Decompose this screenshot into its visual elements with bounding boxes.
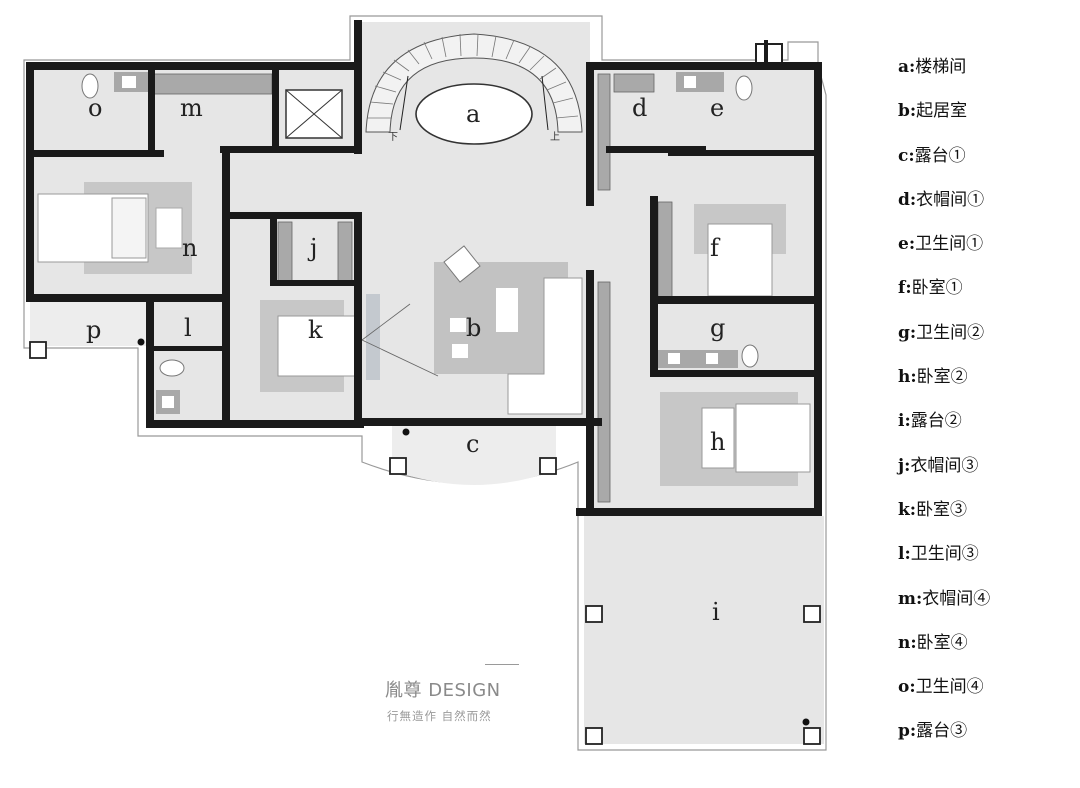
legend-item: p:露台③ xyxy=(898,716,1073,760)
legend-key: f: xyxy=(898,278,912,299)
legend-item: g:卫生间② xyxy=(898,318,1073,362)
legend-key: m: xyxy=(898,588,923,609)
legend-key: b: xyxy=(898,101,917,122)
legend-item: o:卫生间④ xyxy=(898,672,1073,716)
legend-name: 露台① xyxy=(914,145,966,166)
elevator xyxy=(285,89,343,139)
room-label-f: f xyxy=(710,234,721,262)
walls xyxy=(26,20,822,516)
stair-up-mark: 上 xyxy=(550,131,560,143)
legend-item: n:卧室④ xyxy=(898,628,1073,672)
legend-key: g: xyxy=(898,322,917,343)
room-label-o: o xyxy=(88,94,102,122)
floor-plan: 下 上 xyxy=(23,15,827,751)
legend-item: j:衣帽间③ xyxy=(898,451,1073,495)
legend-key: p: xyxy=(898,721,917,742)
legend-name: 衣帽间④ xyxy=(922,588,991,609)
stair-down-mark: 下 xyxy=(388,132,398,143)
legend-item: i:露台② xyxy=(898,406,1073,450)
downspouts xyxy=(137,338,810,726)
legend-item: d:衣帽间① xyxy=(898,185,1073,229)
room-legend: a:楼梯间 b:起居室 c:露台① d:衣帽间① e:卫生间① f:卧室① g:… xyxy=(898,52,1073,761)
room-label-b: b xyxy=(466,314,481,342)
legend-name: 卧室② xyxy=(916,367,968,388)
brand-rule xyxy=(485,664,519,665)
legend-item: c:露台① xyxy=(898,141,1073,185)
room-label-m: m xyxy=(180,94,203,122)
legend-item: f:卧室① xyxy=(898,273,1073,317)
legend-item: k:卧室③ xyxy=(898,495,1073,539)
legend-name: 卧室① xyxy=(911,278,963,299)
closets xyxy=(153,73,673,503)
legend-name: 楼梯间 xyxy=(915,57,967,77)
room-label-j: j xyxy=(307,234,317,262)
legend-name: 卫生间② xyxy=(916,322,985,343)
furniture xyxy=(37,43,811,486)
legend-name: 卫生间④ xyxy=(915,677,984,698)
legend-key: c: xyxy=(898,145,915,166)
brand-name: 胤尊 DESIGN xyxy=(385,680,501,701)
room-label-p: p xyxy=(86,316,101,344)
room-label-i: i xyxy=(712,598,720,626)
room-label-h: h xyxy=(710,428,725,456)
legend-name: 卫生间① xyxy=(915,234,984,255)
legend-key: e: xyxy=(898,234,916,255)
legend-key: l: xyxy=(898,544,911,565)
legend-key: h: xyxy=(898,367,917,388)
legend-name: 露台③ xyxy=(916,721,968,742)
legend-item: m:衣帽间④ xyxy=(898,584,1073,628)
room-label-k: k xyxy=(308,316,323,344)
room-label-e: e xyxy=(710,94,724,122)
room-label-c: c xyxy=(466,430,479,458)
legend-item: l:卫生间③ xyxy=(898,539,1073,583)
room-label-n: n xyxy=(182,234,197,262)
legend-item: e:卫生间① xyxy=(898,229,1073,273)
legend-name: 卫生间③ xyxy=(910,544,979,565)
legend-name: 起居室 xyxy=(916,101,968,122)
legend-name: 露台② xyxy=(910,411,962,432)
room-label-l: l xyxy=(184,314,192,342)
legend-key: n: xyxy=(898,632,917,653)
legend-name: 卧室③ xyxy=(916,499,968,520)
legend-name: 卧室④ xyxy=(916,632,968,653)
legend-key: i: xyxy=(898,411,911,432)
terrace-columns xyxy=(29,341,821,745)
legend-item: b:起居室 xyxy=(898,96,1073,140)
legend-key: d: xyxy=(898,189,917,210)
legend-item: a:楼梯间 xyxy=(898,52,1073,96)
legend-key: k: xyxy=(898,499,917,520)
legend-name: 衣帽间③ xyxy=(910,455,979,476)
legend-item: h:卧室② xyxy=(898,362,1073,406)
room-label-a: a xyxy=(466,100,480,128)
brand-slogan: 行無造作 自然而然 xyxy=(387,709,492,723)
staircase: 下 上 xyxy=(365,33,583,145)
room-label-d: d xyxy=(632,94,647,122)
room-label-g: g xyxy=(710,314,725,342)
legend-key: j: xyxy=(898,455,911,476)
legend-key: a: xyxy=(898,57,916,77)
legend-name: 衣帽间① xyxy=(916,189,985,210)
legend-key: o: xyxy=(898,677,916,698)
room-labels: a b c d e f g h i j k l m n o p xyxy=(86,94,725,626)
